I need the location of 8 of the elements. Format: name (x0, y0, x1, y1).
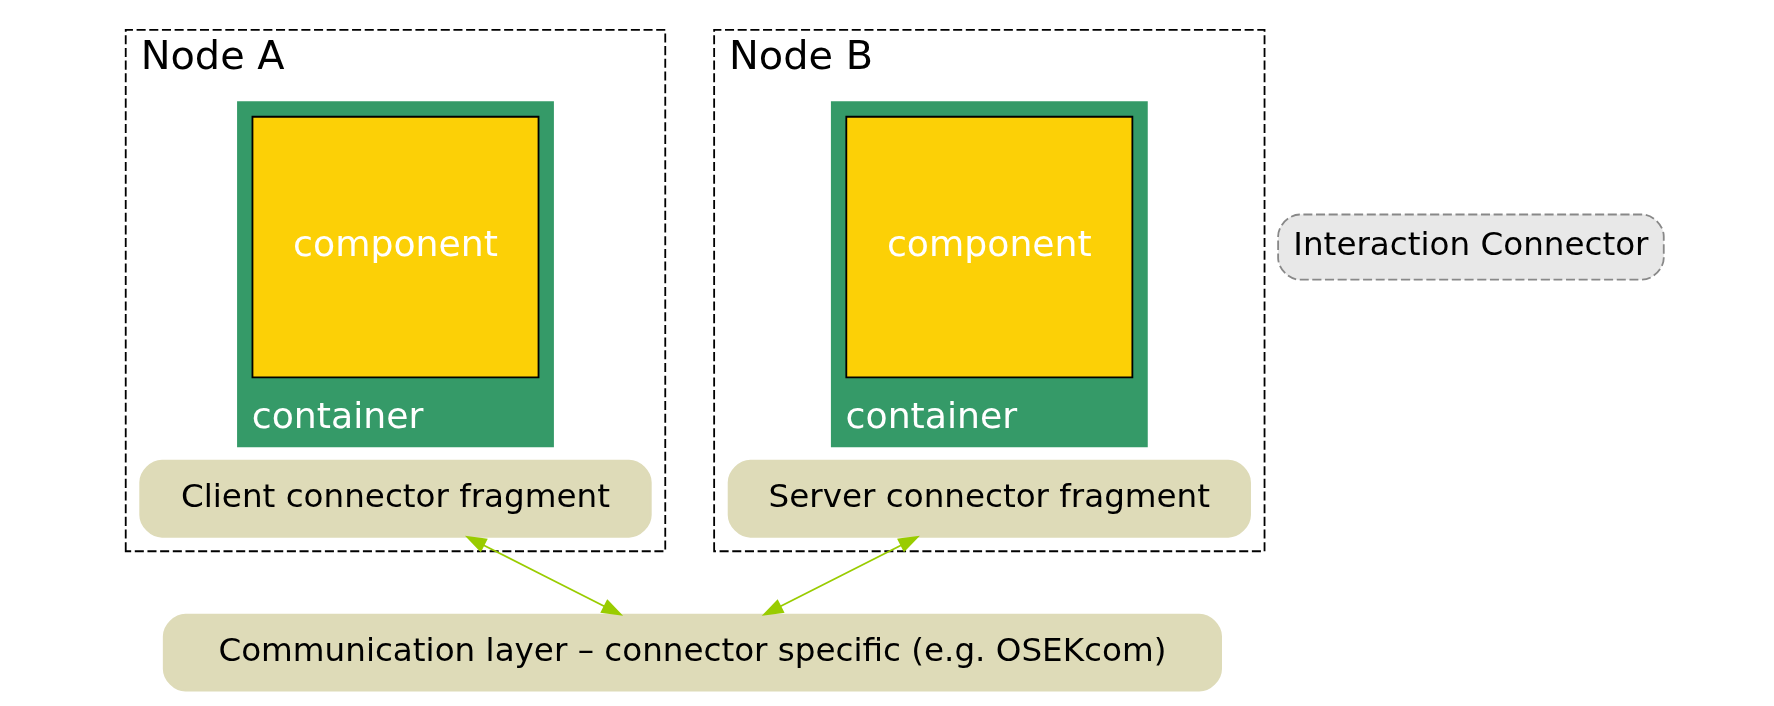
node-box: component (844, 115, 1133, 379)
node-box: Server connector fragment (727, 459, 1251, 538)
node-box: Interaction Connector (1276, 213, 1665, 281)
arrow (464, 535, 623, 616)
node-box: Communication layer – connector specific (e.g. OSEKcom) (162, 613, 1222, 692)
arrow (761, 535, 920, 616)
node-box: Client connector fragment (138, 459, 652, 538)
node-box: component (251, 115, 539, 379)
